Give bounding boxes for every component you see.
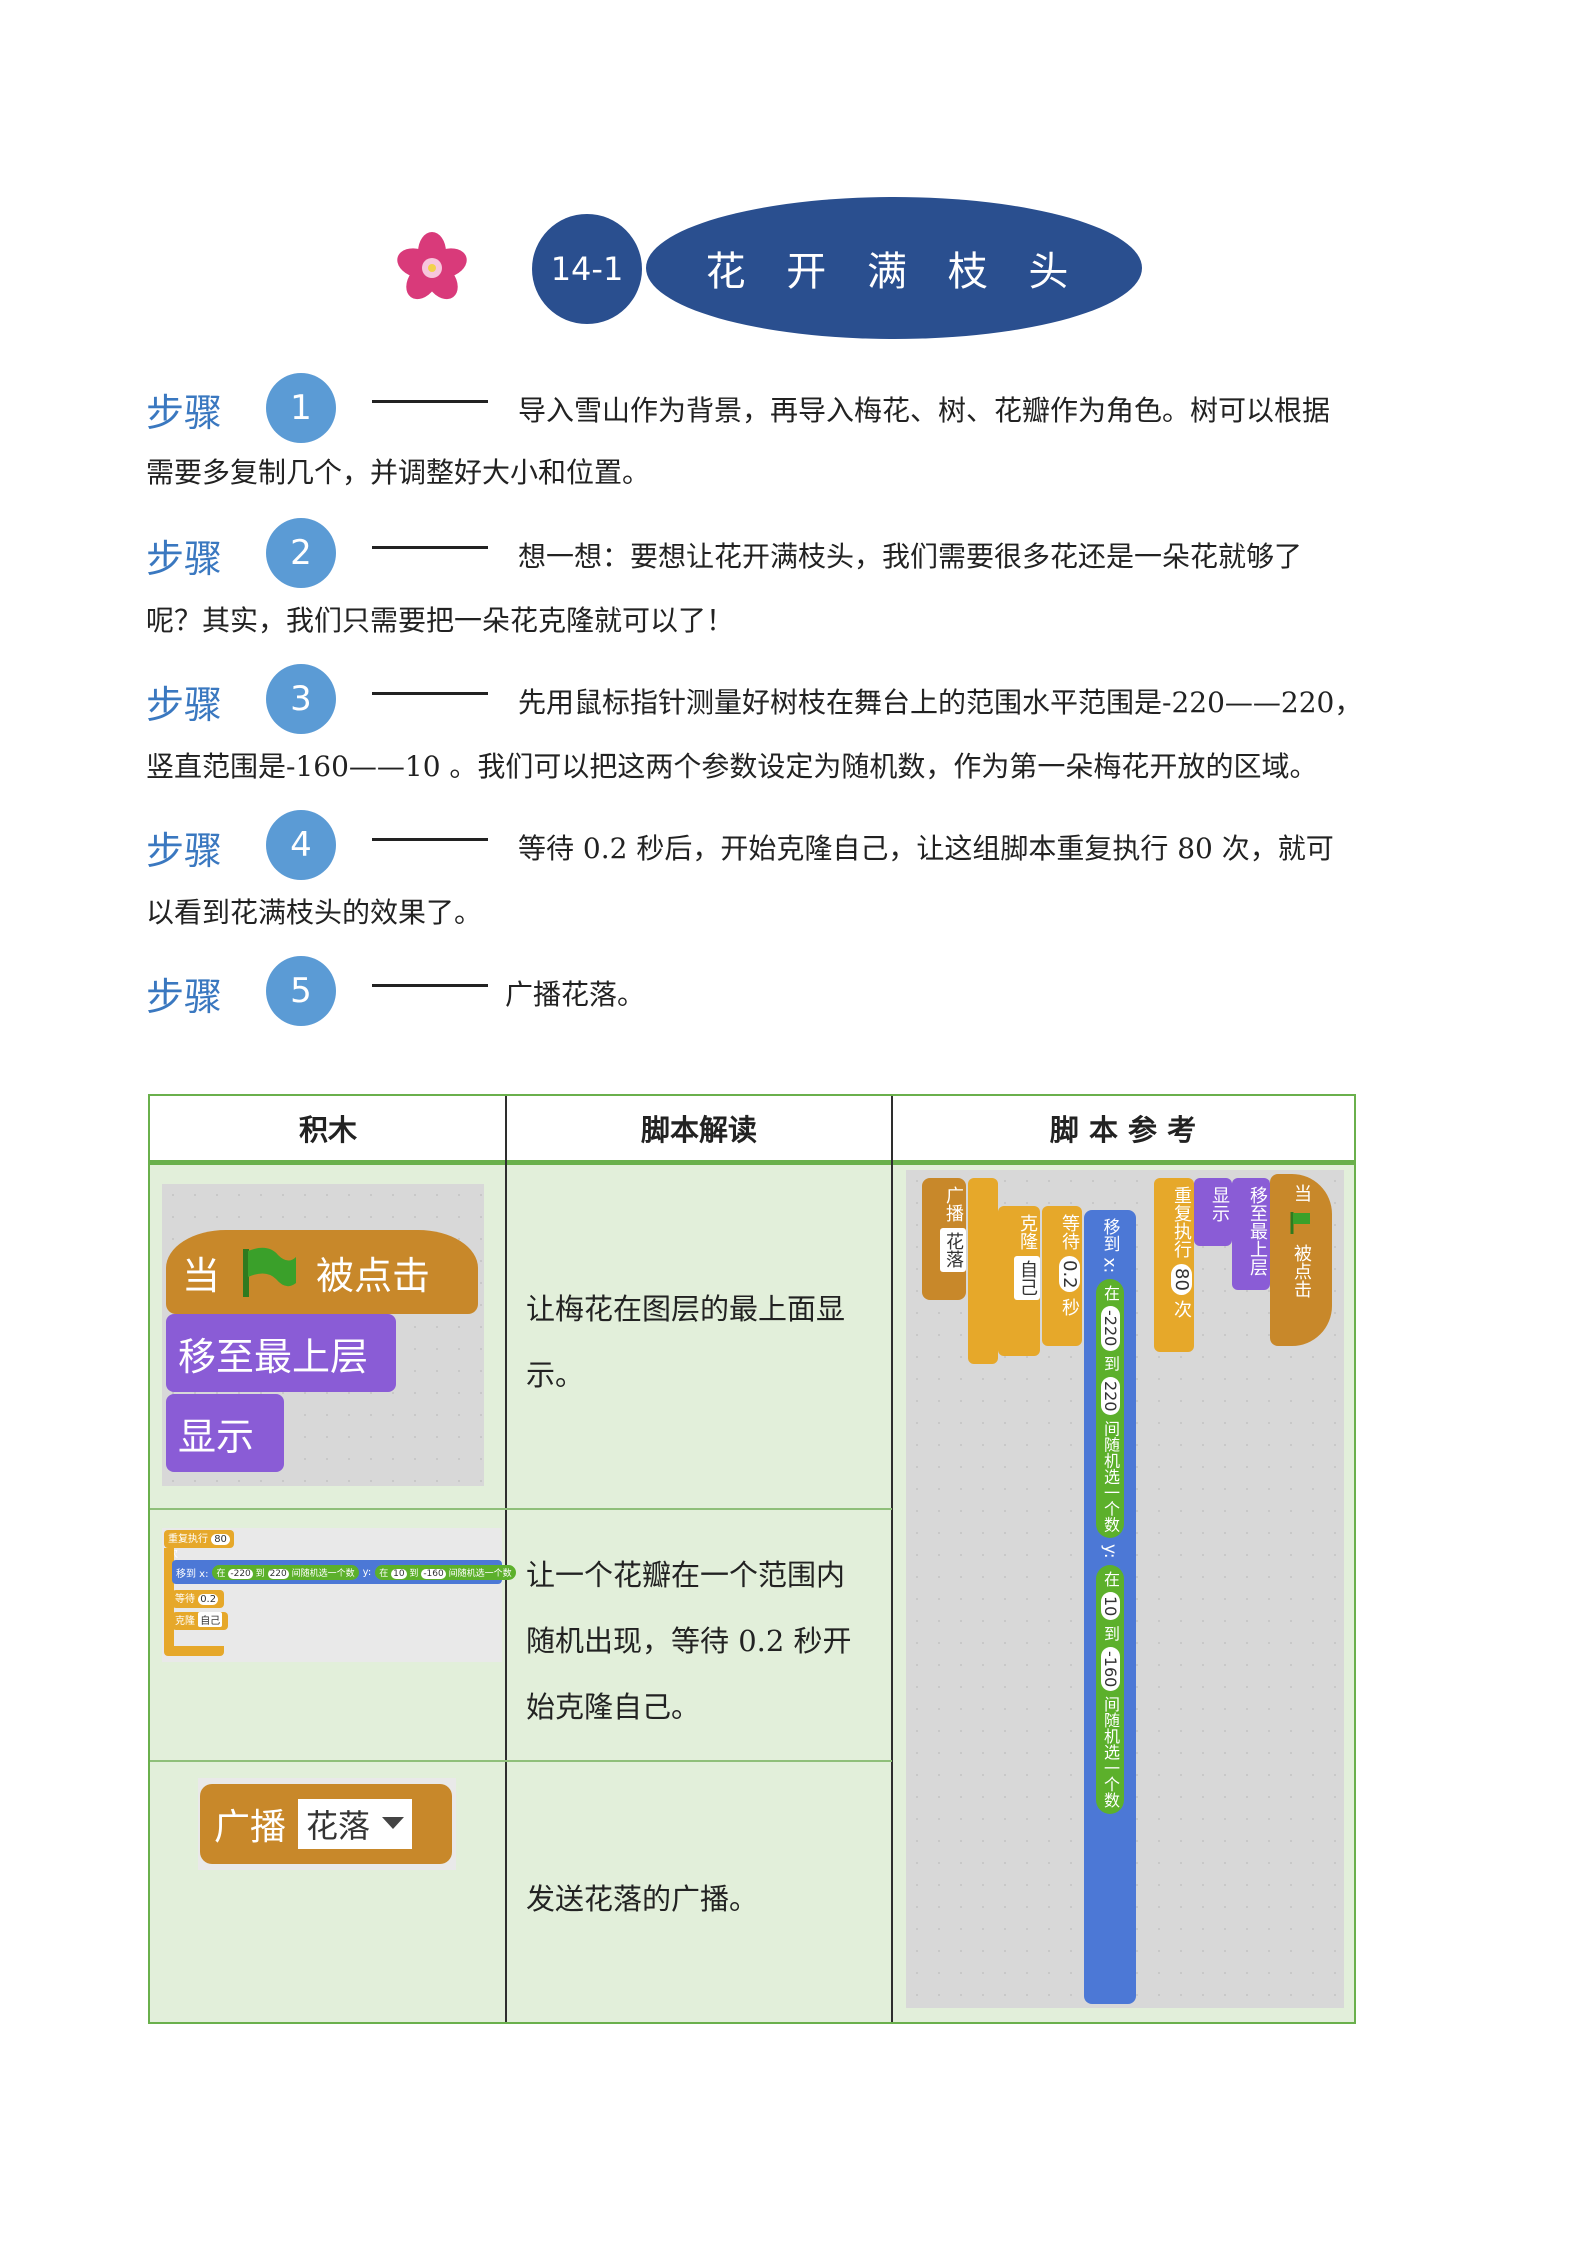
step-label: 步骤 [146,829,223,873]
ref-random-x: 在 -220 到 220 间随机选一个数 [1096,1279,1124,1539]
step-text: 先用鼠标指针测量好树枝在舞台上的范围水平范围是-220——220， [518,686,1363,719]
hat-block-screenshot: 当 被点击 移至最上层 显示 [162,1184,484,1486]
step-text-cont: 呢？其实，我们只需要把一朵花克隆就可以了！ [146,604,735,637]
lesson-number-badge: 14-1 [532,214,642,324]
reference-script-screenshot: 当 被点击 移至最上层 显示 重复执行 80 次 移到 x: 在 -220 到 … [906,1170,1344,2008]
ref-show-block: 显示 [1194,1178,1232,1246]
plum-flower-icon [397,232,467,300]
show-block: 显示 [166,1394,284,1472]
step-number: 5 [266,956,336,1026]
table-header-blocks: 积木 [150,1096,506,1160]
wait-block: 等待 0.2 [172,1590,224,1608]
step-text: 等待 0.2 秒后，开始克隆自己，让这组脚本重复执行 80 次，就可 [518,832,1334,865]
step-text: 广播花落。 [505,978,646,1011]
lesson-number: 14-1 [550,250,624,288]
green-flag-icon [1290,1212,1310,1234]
broadcast-block: 广播 花落 [200,1784,452,1864]
green-flag-icon [243,1247,297,1297]
ref-repeat-block: 重复执行 80 次 [1154,1178,1194,1352]
ref-when-flag-block: 当 被点击 [1270,1174,1332,1346]
blocks-table: 积木 脚本解读 脚 本 参 考 当 被点击 移至最上层 显示 重复执行 80 次… [148,1094,1356,2024]
ref-clone-block: 克隆 自己 [998,1206,1040,1356]
chevron-down-icon [382,1817,405,1829]
row-divider [150,1760,892,1762]
step-dash [372,546,488,549]
step-text-cont: 以看到花满枝头的效果了。 [146,896,483,929]
repeat-block-screenshot: 重复执行 80 次 移到 x: 在 -220 到 220 间随机选一个数 y: … [162,1528,516,1662]
repeat-block-arm [164,1548,174,1648]
step-label: 步骤 [146,391,223,435]
ref-repeat-arm [968,1178,998,1364]
step-label: 步骤 [146,975,223,1019]
clone-block: 克隆 自己 [172,1612,228,1630]
step-dash [372,692,488,695]
broadcast-block-screenshot: 广播 花落 [198,1778,456,1870]
repeat-block: 重复执行 80 次 [164,1530,234,1560]
step-text-cont: 竖直范围是-160——10 。我们可以把这两个参数设定为随机数，作为第一朵梅花开… [146,750,1318,783]
ref-broadcast-block: 广播 花落 [922,1178,966,1300]
table-header-reference: 脚 本 参 考 [892,1096,1354,1160]
step-number: 4 [266,810,336,880]
row1-description: 让梅花在图层的最上面显示。 [526,1292,846,1392]
row2-description: 让一个花瓣在一个范围内随机出现，等待 0.2 秒开始克隆自己。 [526,1558,852,1724]
step-text: 想一想：要想让花开满枝头，我们需要很多花还是一朵花就够了 [518,540,1303,573]
when-flag-clicked-block: 当 被点击 [166,1230,478,1314]
ref-go-front-block: 移至最上层 [1232,1178,1270,1290]
broadcast-dropdown: 花落 [298,1799,413,1849]
header-divider [150,1160,1354,1165]
step-number: 1 [266,373,336,443]
step-dash [372,838,488,841]
random-y-block: 在 10 到 -160 间随机选一个数 [375,1564,516,1580]
goto-xy-block: 移到 x: 在 -220 到 220 间随机选一个数 y: 在 10 到 -16… [172,1560,516,1584]
random-x-block: 在 -220 到 220 间随机选一个数 [212,1564,359,1580]
explanation-column [506,1165,892,2022]
repeat-block-foot [164,1646,224,1656]
step-label: 步骤 [146,537,223,581]
step-text: 导入雪山作为背景，再导入梅花、树、花瓣作为角色。树可以根据 [518,394,1331,427]
column-divider [891,1096,893,2022]
ref-goto-xy-block: 移到 x: 在 -220 到 220 间随机选一个数 y: 在 10 到 -16… [1084,1210,1136,2004]
step-text-cont: 需要多复制几个，并调整好大小和位置。 [146,456,651,489]
row-divider [150,1508,892,1510]
step-label: 步骤 [146,683,223,727]
step-number: 3 [266,664,336,734]
lesson-title: 花 开 满 枝 头 [705,249,1083,295]
step-dash [372,400,488,403]
step-dash [372,984,488,987]
lesson-title-banner: 花 开 满 枝 头 [646,197,1142,339]
go-to-front-block: 移至最上层 [166,1314,396,1392]
column-divider [505,1096,507,2022]
step-number: 2 [266,518,336,588]
table-header-explanation: 脚本解读 [506,1096,892,1160]
ref-wait-block: 等待 0.2 秒 [1042,1206,1082,1346]
ref-random-y: 在 10 到 -160 间随机选一个数 [1096,1565,1124,1815]
row3-description: 发送花落的广播。 [526,1882,759,1916]
